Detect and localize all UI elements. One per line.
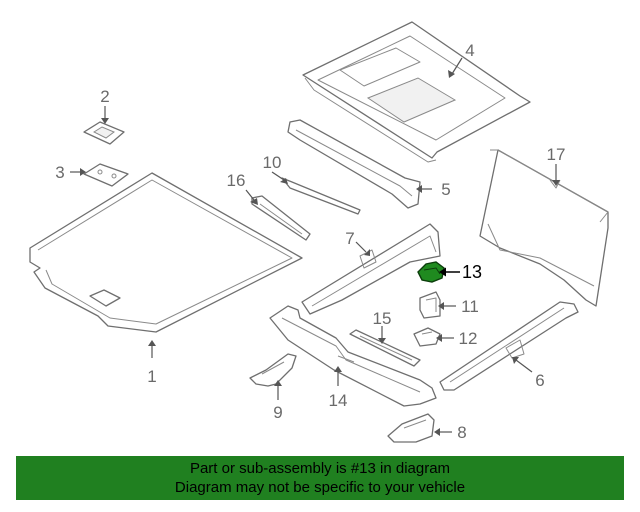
- callout-4: 4: [465, 41, 474, 60]
- banner-line-disclaimer: Diagram may not be specific to your vehi…: [174, 479, 466, 496]
- callout-12: 12: [459, 329, 478, 348]
- callout-5: 5: [441, 180, 450, 199]
- callout-14: 14: [329, 391, 348, 410]
- part-6-rear-rail[interactable]: [439, 301, 579, 391]
- info-banner: Part or sub-assembly is #13 in diagram D…: [16, 456, 624, 500]
- callout-7: 7: [345, 229, 354, 248]
- part-5-trim-panel[interactable]: [287, 119, 421, 209]
- callout-17: 17: [547, 145, 566, 164]
- part-10-support-rod[interactable]: [281, 177, 361, 215]
- exploded-parts-diagram: 1 2 3 4 5 6 7 8 9 10 11 12 13 14 15 16 1…: [29, 21, 609, 443]
- callout-15: 15: [373, 309, 392, 328]
- part-15-clip-strip[interactable]: [349, 329, 421, 367]
- callout-8: 8: [457, 423, 466, 442]
- part-9-mount-bracket[interactable]: [249, 353, 297, 387]
- callout-3: 3: [55, 163, 64, 182]
- callout-11: 11: [461, 297, 479, 316]
- part-1-floor-mat[interactable]: [29, 172, 303, 333]
- callout-labels: 1 2 3 4 5 6 7 8 9 10 11 12 13 14 15 16 1…: [55, 41, 565, 442]
- part-14-sill-panel[interactable]: [269, 305, 437, 407]
- callout-16: 16: [227, 171, 246, 190]
- part-3-access-cover[interactable]: [83, 163, 129, 187]
- callout-2: 2: [100, 87, 109, 106]
- callout-6: 6: [535, 371, 544, 390]
- callout-1: 1: [147, 367, 156, 386]
- part-12-cap[interactable]: [413, 327, 441, 347]
- part-17-side-cover[interactable]: [479, 149, 609, 307]
- callout-9: 9: [273, 403, 282, 422]
- part-11-bracket[interactable]: [419, 291, 441, 319]
- banner-line-part-info: Part or sub-assembly is #13 in diagram: [189, 460, 451, 477]
- leader-lines: [70, 57, 560, 436]
- callout-10: 10: [263, 153, 282, 172]
- part-8-mount-bracket[interactable]: [387, 413, 435, 443]
- callout-13-highlighted: 13: [462, 262, 482, 282]
- part-7-cross-bracket[interactable]: [301, 223, 441, 315]
- part-16-clip-strip[interactable]: [251, 195, 311, 241]
- part-4-cargo-tray[interactable]: [302, 21, 531, 163]
- part-2-cover-plate[interactable]: [83, 121, 125, 145]
